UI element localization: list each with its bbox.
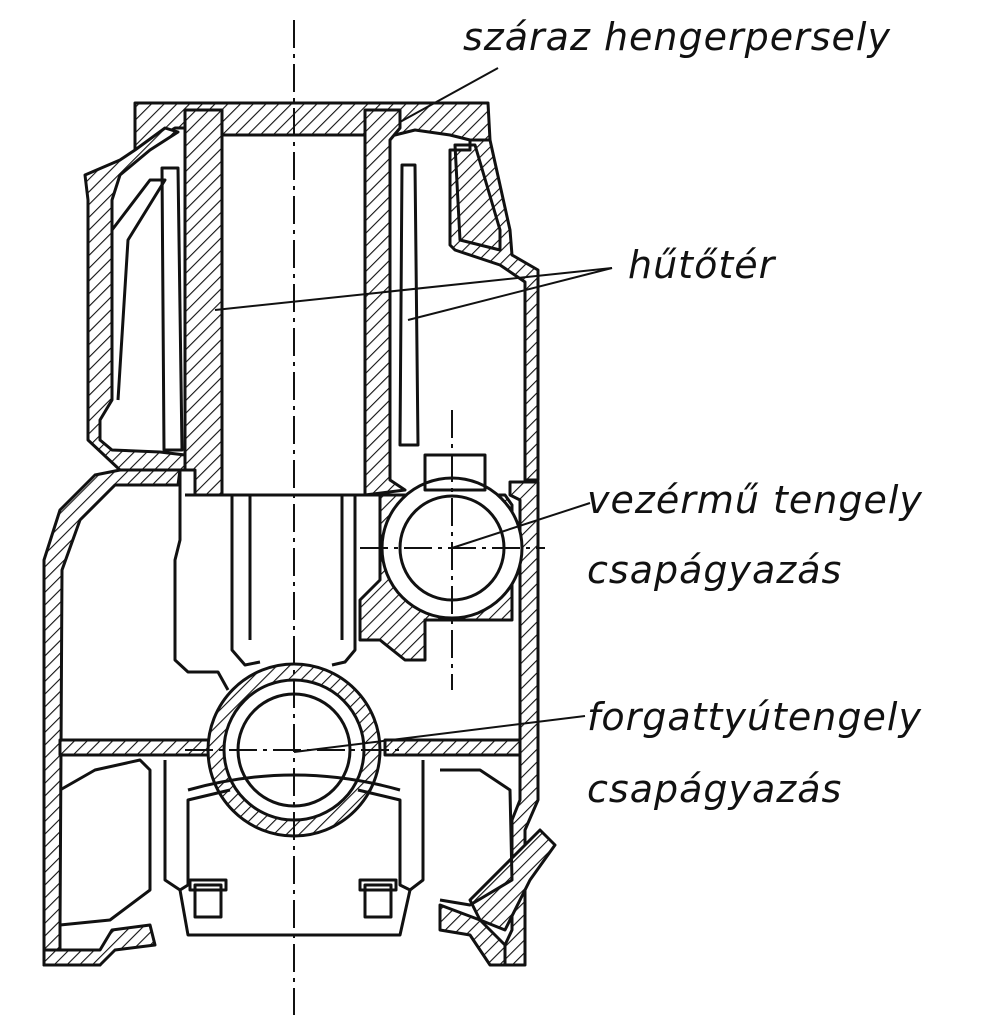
leader-cooling-2 <box>407 267 613 321</box>
bearing-cap <box>163 760 425 892</box>
label-camshaft-line2: csapágyazás <box>587 548 842 592</box>
jacket-left-rib <box>110 178 167 401</box>
label-crankshaft-line1: forgattyútengely <box>587 695 922 739</box>
bolt-right <box>363 883 393 919</box>
left-upper-wall <box>83 126 187 472</box>
jacket-left-slot <box>160 166 184 452</box>
label-crankshaft-line2: csapágyazás <box>587 767 842 811</box>
jacket-right-pocket <box>453 143 502 252</box>
bolt-right-nut <box>358 878 398 892</box>
right-upper-wall <box>448 138 540 482</box>
bolt-left <box>193 883 223 919</box>
lower-pocket-right <box>439 768 514 907</box>
leader-cooling-1 <box>214 267 613 311</box>
label-cooling-space: hűtőtér <box>628 243 777 287</box>
crankcase-web-right <box>331 495 357 667</box>
jacket-right-slot <box>398 163 420 447</box>
liner-left-wall <box>183 108 224 497</box>
camshaft-top-boss <box>423 453 487 492</box>
left-outer-wall <box>42 468 182 967</box>
leader-crankshaft <box>293 715 586 753</box>
leader-lines <box>214 67 613 753</box>
lower-pocket-left <box>59 758 152 927</box>
bolt-left-nut <box>188 878 228 892</box>
drawing <box>42 101 557 967</box>
label-camshaft-line1: vezérmű tengely <box>587 478 923 522</box>
crankcase-divider <box>173 470 230 691</box>
label-dry-liner: száraz hengerpersely <box>463 15 891 59</box>
crankcase-web-left <box>230 495 261 667</box>
leader-camshaft <box>451 502 591 549</box>
crank-cross-rib-right <box>383 738 522 757</box>
crank-cross-rib <box>58 738 212 757</box>
bottom-rail-right <box>438 903 507 967</box>
leader-dry-liner <box>399 67 499 123</box>
bottom-rail-left <box>42 923 157 967</box>
